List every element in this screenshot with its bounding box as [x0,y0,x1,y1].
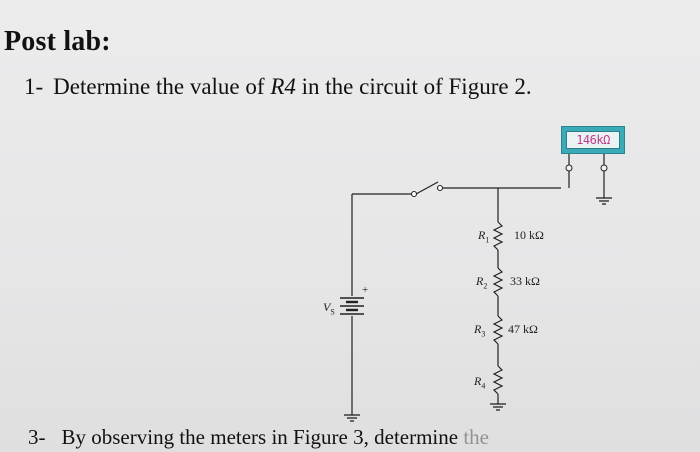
ohmmeter: 146kΩ [561,126,625,154]
ohmmeter-display: 146kΩ [566,131,620,149]
question-1-number: 1- [24,74,44,99]
r2-zigzag [492,267,504,297]
question-1-variable: R4 [270,74,296,99]
question-3-number: 3- [28,425,46,449]
r2-value: 33 kΩ [510,274,540,288]
r3-label: R3 [474,322,486,339]
r1-value: 10 kΩ [514,228,544,242]
question-3: 3- By observing the meters in Figure 3, d… [28,425,489,450]
ground-symbol-r4 [490,403,506,411]
switch-blade [415,181,439,195]
meter-minus-terminal [600,164,608,172]
r1-zigzag [492,221,504,251]
question-1-text-after: in the circuit of Figure 2. [295,74,532,99]
ground-symbol-meter [596,197,612,205]
ground-symbol-source [344,414,360,422]
source-label: VS [323,300,335,317]
r3-zigzag [492,315,504,345]
question-1-text-before: Determine the value of [53,74,271,99]
battery-symbol [340,297,364,315]
r4-label: R4 [474,374,486,391]
question-3-faded-tail: the [463,425,489,449]
switch-contact [436,184,444,192]
question-1: 1- Determine the value of R4 in the circu… [24,74,532,100]
page-heading: Post lab: [4,26,111,57]
question-3-text: By observing the meters in Figure 3, det… [61,425,459,449]
switch-pivot [410,190,418,198]
r3-value: 47 kΩ [508,322,538,336]
r2-label: R2 [476,274,488,291]
r1-label: R1 [478,228,490,245]
r4-zigzag [492,365,504,395]
source-plus-sign: + [362,284,369,296]
meter-plus-terminal [565,164,573,172]
